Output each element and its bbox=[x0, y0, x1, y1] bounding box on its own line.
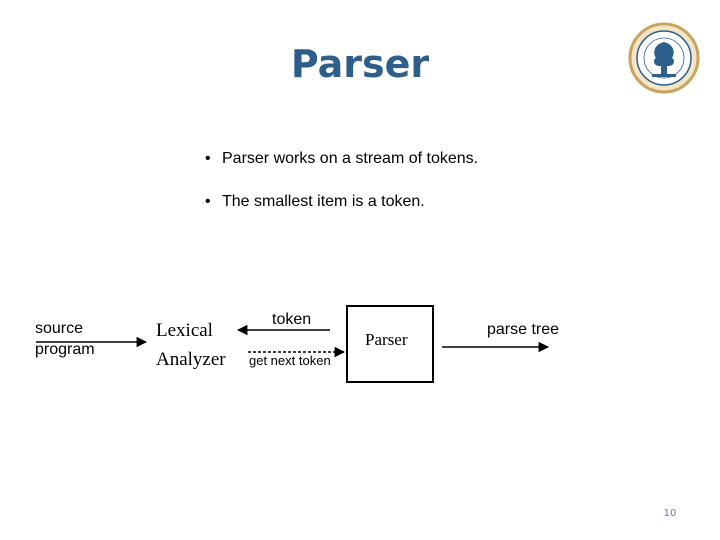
bullet-item: • The smallest item is a token. bbox=[205, 193, 425, 211]
token-label: token bbox=[272, 311, 312, 328]
source-program-label: source program bbox=[35, 318, 95, 360]
bullet-item: • Parser works on a stream of tokens. bbox=[205, 150, 478, 168]
university-seal-icon bbox=[628, 22, 700, 94]
bullet-text: Parser works on a stream of tokens. bbox=[222, 150, 479, 167]
page-number: 10 bbox=[663, 508, 677, 519]
source-program-line1: source bbox=[35, 320, 84, 337]
bullet-text: The smallest item is a token. bbox=[222, 193, 425, 210]
lexical-analyzer-label: Lexical Analyzer bbox=[156, 316, 226, 374]
bullet-dot: • bbox=[205, 150, 211, 167]
parser-box bbox=[346, 305, 434, 383]
lexical-analyzer-line1: Lexical bbox=[156, 320, 213, 341]
source-program-line2: program bbox=[35, 341, 95, 358]
parse-tree-label: parse tree bbox=[487, 321, 560, 338]
slide-title: Parser bbox=[290, 42, 430, 86]
lexical-analyzer-line2: Analyzer bbox=[156, 349, 226, 370]
parser-box-label: Parser bbox=[365, 330, 408, 349]
bullet-dot: • bbox=[205, 193, 211, 210]
get-next-token-label: get next token bbox=[249, 353, 331, 368]
